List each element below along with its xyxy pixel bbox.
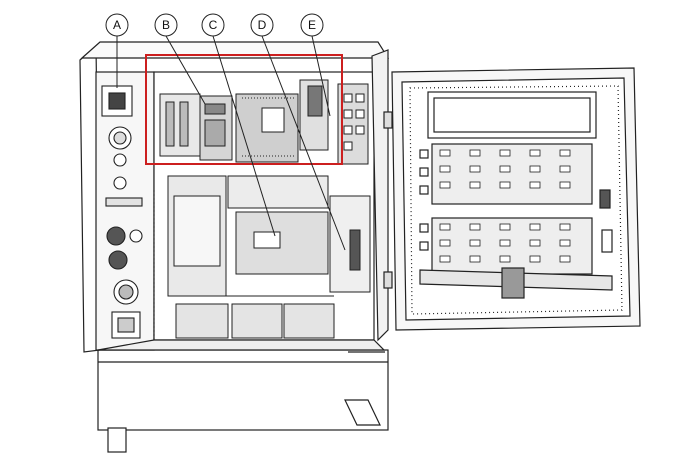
callout-label-a: A	[113, 18, 121, 32]
callout-label-d: D	[258, 18, 267, 32]
lower-compartment	[167, 175, 371, 339]
callout-label-e: E	[308, 18, 316, 32]
leader-b	[165, 35, 206, 105]
callout-labels: A B C D E	[113, 18, 316, 32]
key-switch	[113, 176, 127, 190]
indicator-lamp	[113, 153, 127, 167]
bottom-unit-2	[231, 303, 283, 339]
drive-unit-center	[235, 211, 329, 275]
bottom-unit-1	[175, 303, 229, 339]
cabinet-base	[97, 349, 389, 453]
cabinet-door	[383, 67, 641, 331]
hinge-upper	[383, 111, 393, 129]
door-latch	[599, 189, 611, 209]
callout-label-b: B	[162, 18, 170, 32]
leader-e	[311, 35, 331, 117]
socket-1	[106, 226, 126, 246]
leader-c	[212, 35, 276, 237]
foot-right	[344, 399, 381, 426]
highlight-frame	[145, 54, 343, 165]
hinge-lower	[383, 271, 393, 289]
leader-d	[261, 35, 346, 251]
plinth	[97, 349, 389, 431]
socket-2	[129, 229, 143, 243]
door-handle	[601, 229, 613, 253]
foot-left	[107, 427, 127, 453]
socket-3	[108, 250, 128, 270]
callout-label-c: C	[209, 18, 218, 32]
bottom-shelf	[97, 339, 386, 351]
callout-circle-e	[300, 13, 324, 37]
callout-circle-b	[154, 13, 178, 37]
control-panel-devices	[101, 85, 155, 340]
callout-leaders	[116, 35, 346, 251]
callout-circle-a	[105, 13, 129, 37]
bottom-unit-3	[283, 303, 335, 339]
terminal-block	[501, 267, 525, 299]
callout-circle-d	[250, 13, 274, 37]
callouts	[105, 13, 324, 37]
drive-unit-top	[227, 175, 329, 209]
callout-circle-c	[201, 13, 225, 37]
